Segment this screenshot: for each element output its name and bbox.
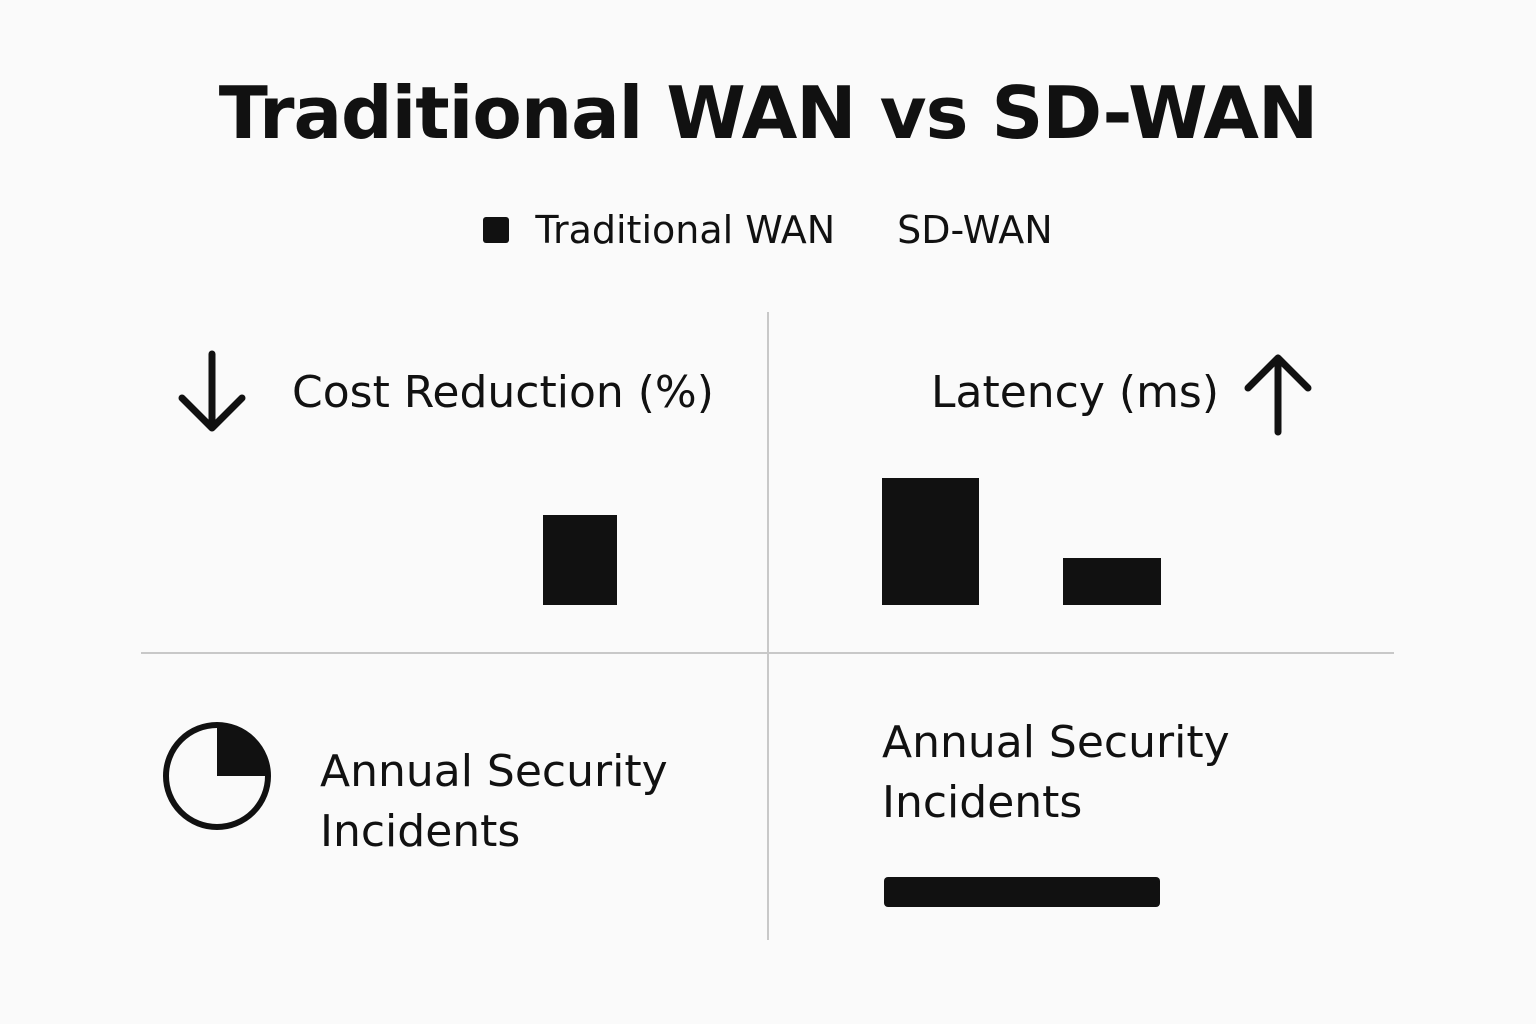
horizontal-divider — [141, 652, 1394, 654]
security-incidents-bar — [884, 877, 1160, 907]
latency-title: Latency (ms) — [931, 367, 1220, 418]
security-incidents-title-left: Annual Security Incidents — [320, 742, 668, 862]
legend-label-sd-wan: SD-WAN — [897, 208, 1053, 252]
arrow-down-icon — [178, 350, 246, 432]
legend-swatch-traditional-wan — [483, 217, 510, 243]
legend-item-traditional-wan: Traditional WAN — [483, 208, 835, 252]
security-incidents-title-right-line2: Incidents — [882, 777, 1083, 828]
security-incidents-title-left-line1: Annual Security — [320, 746, 668, 797]
vertical-divider — [767, 312, 769, 940]
legend: Traditional WAN SD-WAN — [0, 205, 1536, 255]
pie-slice — [217, 725, 268, 776]
legend-label-traditional-wan: Traditional WAN — [535, 208, 836, 252]
security-incidents-title-left-line2: Incidents — [320, 806, 521, 857]
latency-bar-sd-wan — [1063, 558, 1161, 605]
chart-title: Traditional WAN vs SD-WAN — [218, 71, 1319, 155]
cost-reduction-title: Cost Reduction (%) — [292, 367, 714, 418]
cost-bar-sd-wan — [543, 515, 617, 605]
latency-bar-traditional-wan — [882, 478, 979, 605]
security-incidents-title-right: Annual Security Incidents — [882, 713, 1230, 833]
arrow-up-icon — [1244, 354, 1312, 436]
security-incidents-title-right-line1: Annual Security — [882, 717, 1230, 768]
legend-item-sd-wan: SD-WAN — [897, 208, 1052, 252]
